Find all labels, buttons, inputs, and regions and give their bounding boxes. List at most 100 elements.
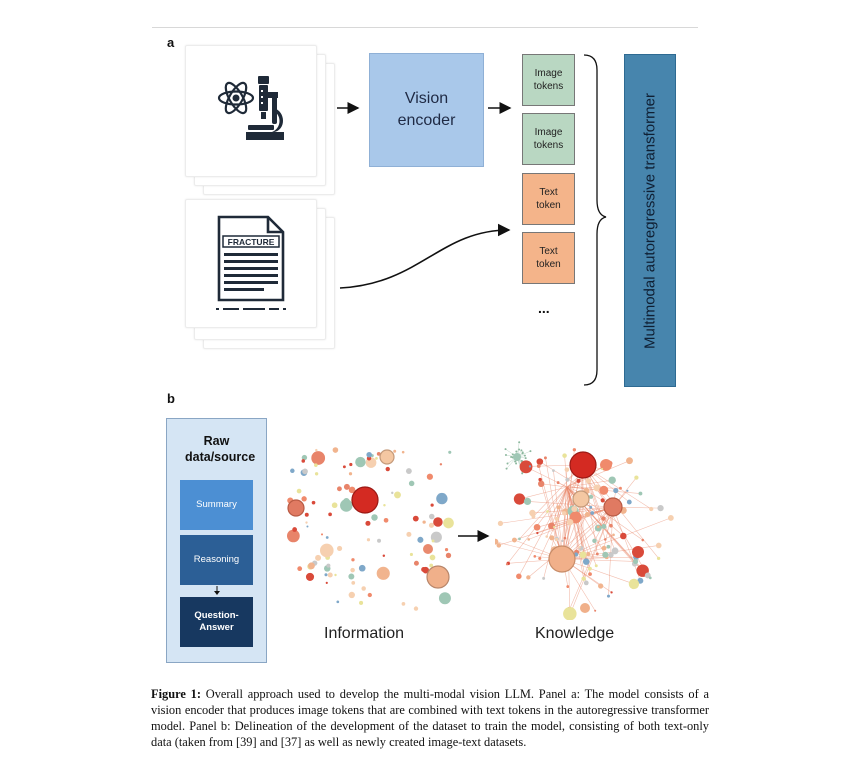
network-node — [371, 514, 378, 521]
network-node — [593, 484, 601, 492]
network-node — [538, 477, 542, 482]
network-node — [334, 573, 337, 577]
network-node — [358, 564, 366, 572]
network-node — [562, 453, 567, 458]
vision-encoder-box: Vision encoder — [369, 53, 484, 167]
network-node — [566, 585, 570, 588]
network-node — [302, 468, 308, 475]
network-node — [626, 499, 632, 505]
network-node — [528, 465, 532, 468]
network-node — [417, 536, 424, 543]
network-node — [602, 551, 609, 558]
network-node — [361, 586, 366, 591]
network-node — [327, 572, 333, 578]
information-network-graphic — [286, 447, 454, 611]
network-node — [511, 453, 514, 456]
network-node — [376, 451, 381, 456]
network-node — [518, 448, 521, 451]
network-node — [553, 525, 556, 529]
network-node — [406, 531, 412, 537]
information-label: Information — [324, 625, 405, 642]
network-node — [516, 573, 522, 580]
network-edge — [570, 506, 614, 613]
network-edge — [545, 457, 564, 560]
network-node — [286, 529, 300, 543]
network-node — [571, 506, 578, 513]
network-node — [626, 489, 629, 492]
network-node — [536, 464, 541, 468]
network-node — [428, 522, 434, 528]
network-node — [548, 522, 555, 530]
top-rule — [152, 27, 698, 28]
network-node — [556, 481, 560, 484]
network-node — [561, 539, 564, 543]
network-node — [332, 447, 339, 453]
network-node — [657, 504, 664, 512]
network-node — [600, 458, 612, 471]
network-node — [287, 499, 305, 517]
network-node — [598, 583, 604, 589]
network-node — [536, 458, 544, 465]
summary-box: Summary — [180, 480, 253, 530]
network-node — [527, 538, 531, 541]
network-node — [584, 512, 590, 518]
network-node — [572, 490, 590, 508]
network-node — [504, 448, 507, 451]
text-token-box: Text token — [522, 232, 575, 284]
network-node — [377, 538, 382, 543]
network-node — [428, 513, 435, 520]
network-node — [556, 505, 561, 510]
network-node — [526, 575, 531, 580]
network-node — [315, 448, 318, 452]
network-node — [365, 520, 371, 526]
network-node — [610, 591, 613, 594]
network-node — [565, 477, 570, 482]
network-node — [637, 577, 644, 584]
network-node — [589, 505, 593, 509]
network-edge — [566, 479, 613, 488]
network-node — [305, 521, 308, 524]
panel-a-label: a — [167, 35, 175, 50]
network-node — [296, 488, 302, 494]
network-node — [496, 543, 502, 548]
network-node — [421, 567, 427, 573]
question-answer-label: Question-Answer — [194, 610, 239, 633]
network-node — [304, 512, 309, 517]
network-node — [385, 466, 390, 472]
network-node — [325, 581, 328, 584]
network-node — [588, 494, 594, 499]
document-icon: FRACTURE — [216, 215, 286, 310]
raw-data-box: Raw data/source Summary Reasoning Questi… — [166, 418, 267, 663]
network-node — [620, 532, 627, 540]
transformer-label: Multimodal autoregressive transformer — [641, 92, 659, 349]
network-node — [644, 572, 651, 579]
network-node — [549, 535, 555, 541]
network-node — [423, 544, 433, 554]
network-node — [515, 462, 518, 465]
network-node — [606, 594, 611, 598]
network-node — [513, 493, 526, 505]
network-node — [564, 467, 570, 472]
network-node — [533, 523, 541, 531]
network-node — [445, 552, 452, 559]
network-node — [366, 451, 372, 458]
network-edge — [566, 460, 630, 488]
panel-a-connectors — [337, 54, 607, 386]
network-node — [628, 578, 640, 590]
network-node — [608, 476, 616, 484]
network-node — [538, 556, 542, 560]
network-node — [612, 533, 615, 537]
network-node — [536, 531, 539, 535]
network-edge — [608, 506, 614, 597]
caption-lead: Figure 1: — [151, 687, 201, 701]
network-node — [586, 552, 591, 557]
document-word: FRACTURE — [228, 237, 275, 247]
network-node — [497, 520, 504, 526]
network-node — [599, 485, 609, 495]
network-node — [375, 457, 378, 460]
network-node — [608, 552, 614, 558]
network-node — [520, 449, 523, 452]
network-edge — [518, 486, 568, 577]
network-edge — [519, 486, 568, 540]
network-node — [301, 496, 307, 502]
